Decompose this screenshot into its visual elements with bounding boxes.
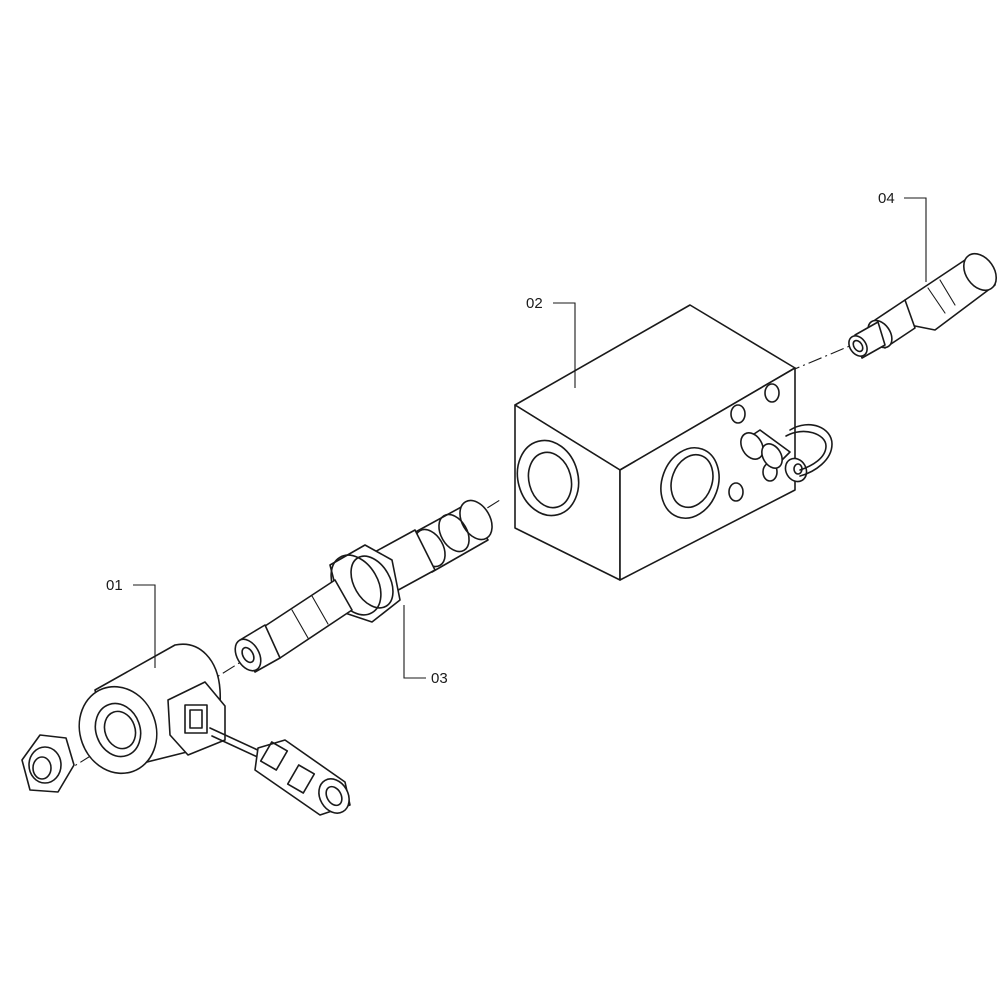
callout-label-02: 02 bbox=[526, 295, 543, 312]
callout-label-01: 01 bbox=[106, 577, 123, 594]
plug-fitting bbox=[848, 252, 998, 359]
callout-03: 03 bbox=[403, 605, 448, 687]
callout-01: 01 bbox=[106, 577, 156, 668]
callout-label-03: 03 bbox=[431, 670, 448, 687]
callout-04: 04 bbox=[878, 190, 927, 282]
lock-nut bbox=[21, 734, 75, 793]
coil-cable-connector bbox=[209, 727, 351, 816]
cartridge-valve bbox=[234, 499, 493, 673]
callout-02: 02 bbox=[526, 295, 576, 388]
callout-label-04: 04 bbox=[878, 190, 895, 207]
solenoid-coil bbox=[78, 643, 226, 775]
test-port-fitting bbox=[740, 424, 833, 483]
valve-body-block bbox=[514, 304, 796, 581]
